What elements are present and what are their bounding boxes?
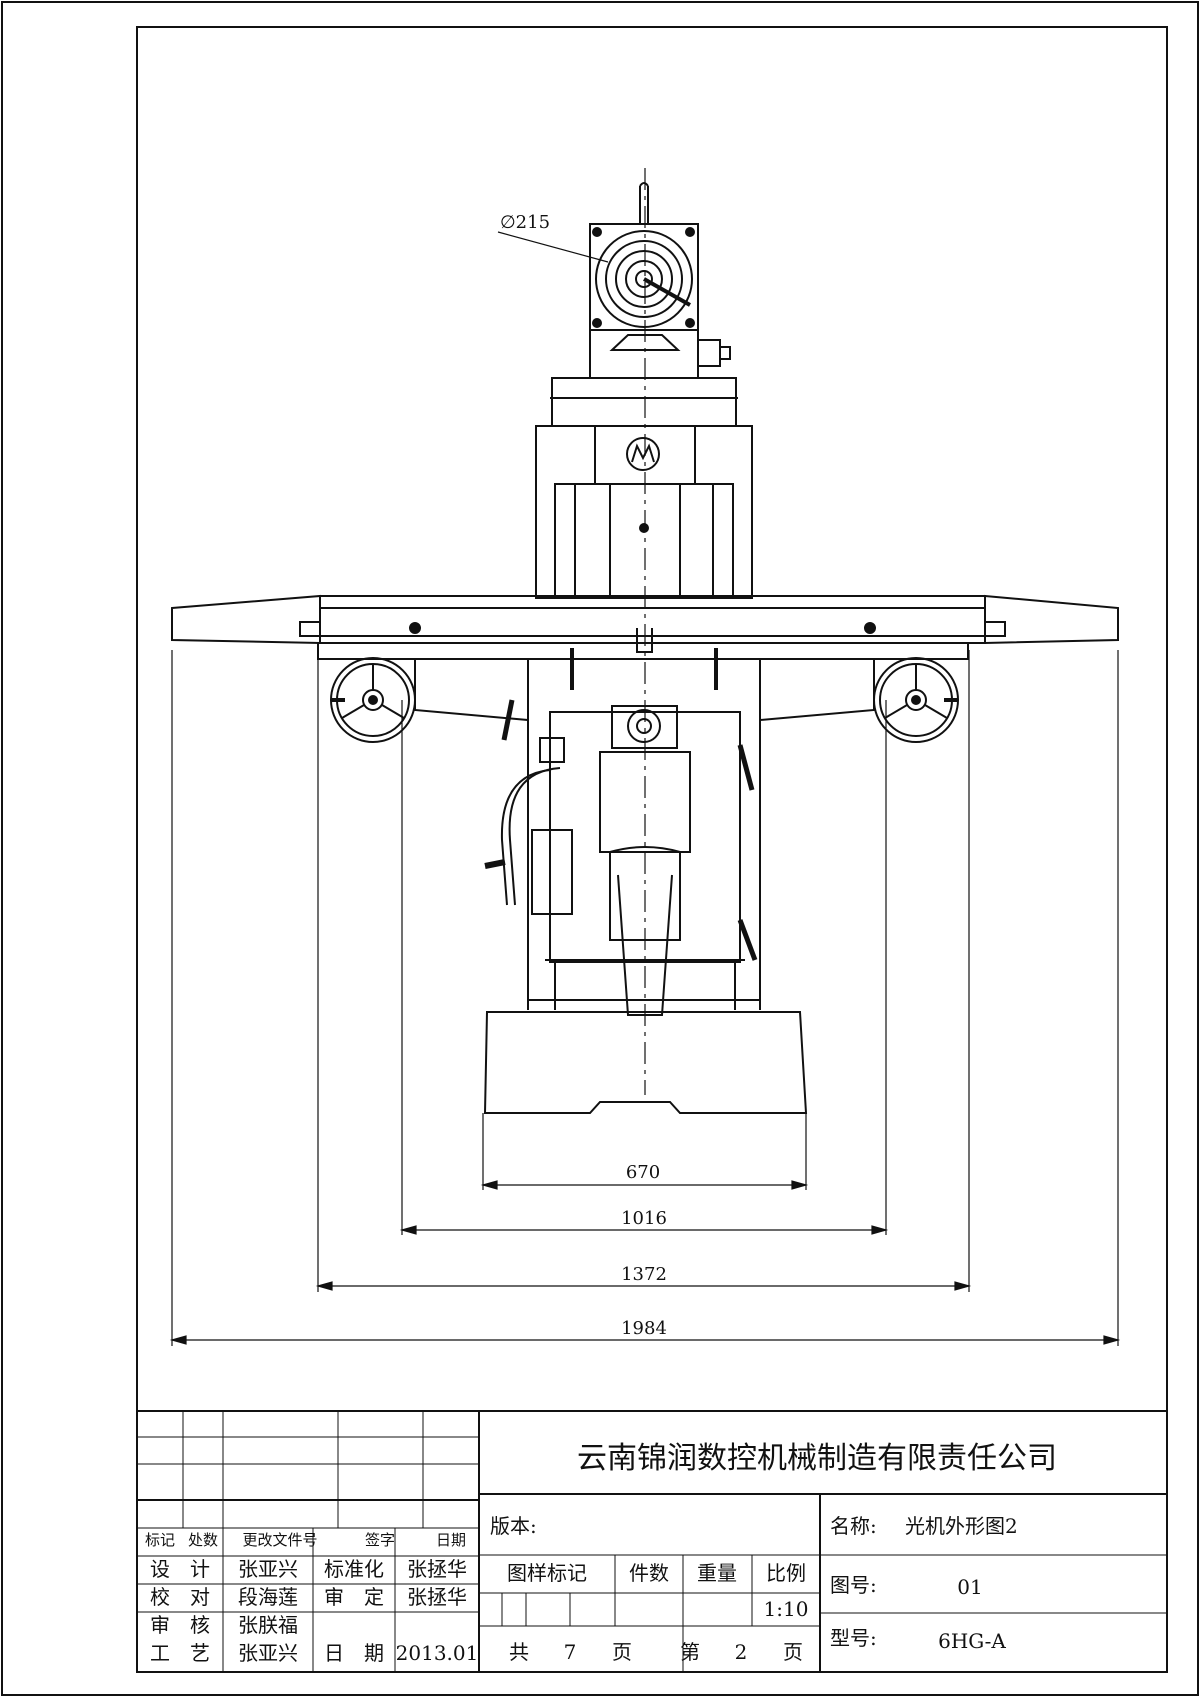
pages-current-unit: 页 (783, 1640, 803, 1664)
rev-header-date: 日期 (436, 1531, 466, 1549)
role-date: 日 期 (324, 1641, 384, 1665)
dim-diameter: ∅215 (500, 212, 550, 233)
pages-total-unit: 页 (612, 1640, 632, 1664)
pages-current-label: 第 (680, 1640, 700, 1664)
name-review: 张朕福 (238, 1613, 298, 1637)
rev-header-mark: 标记 (145, 1531, 175, 1549)
name-label: 名称: (830, 1514, 877, 1538)
inner-frame (136, 26, 1168, 1673)
date-value: 2013.01 (396, 1641, 479, 1665)
dim-1984: 1984 (621, 1318, 667, 1339)
name-process: 张亚兴 (238, 1641, 298, 1665)
drawing-name: 光机外形图2 (905, 1514, 1018, 1538)
pages-total: 7 (564, 1640, 577, 1664)
machine-base (483, 1011, 808, 1114)
diameter-leader (497, 231, 609, 263)
saddle-knee (414, 648, 875, 1016)
spindle-head (589, 182, 731, 379)
milling-machine-front-view (171, 168, 1119, 1114)
left-handwheel (330, 657, 416, 743)
drawing-no-label: 图号: (830, 1573, 877, 1597)
col-scale: 比例 (766, 1561, 806, 1585)
rev-header-signature: 签字 (365, 1531, 395, 1549)
role-approval: 审 定 (324, 1585, 384, 1609)
model-value: 6HG-A (938, 1629, 1006, 1653)
dim-1372: 1372 (621, 1264, 667, 1285)
dim-670: 670 (626, 1162, 660, 1183)
pages-total-label: 共 (509, 1640, 529, 1664)
name-check: 段海莲 (238, 1585, 298, 1609)
rev-header-count: 处数 (188, 1531, 218, 1549)
col-count: 件数 (629, 1561, 669, 1585)
title-block-text: 云南锦润数控机械制造有限责任公司 标记 处数 更改文件号 签字 日期 设 计 张… (145, 1441, 1057, 1665)
role-check: 校 对 (150, 1585, 210, 1609)
column (535, 377, 753, 599)
col-mark: 图样标记 (507, 1561, 587, 1585)
role-standardization: 标准化 (324, 1557, 384, 1581)
name-standardization: 张拯华 (407, 1557, 467, 1581)
col-weight: 重量 (697, 1561, 737, 1585)
dimensions (169, 231, 1121, 1346)
name-approval: 张拯华 (407, 1585, 467, 1609)
name-design: 张亚兴 (238, 1557, 298, 1581)
drawing-no: 01 (957, 1575, 982, 1599)
dimension-labels: ∅215 670 1016 1372 1984 (500, 212, 667, 1339)
rev-header-document: 更改文件号 (242, 1531, 317, 1549)
role-design: 设 计 (150, 1557, 210, 1581)
company-name: 云南锦润数控机械制造有限责任公司 (577, 1441, 1057, 1476)
role-review: 审 核 (150, 1613, 210, 1637)
scale-value: 1:10 (764, 1597, 809, 1621)
dim-1016: 1016 (621, 1208, 667, 1229)
version-label: 版本: (490, 1514, 537, 1538)
title-block (137, 1410, 1167, 1672)
pages-current: 2 (735, 1640, 748, 1664)
model-label: 型号: (830, 1626, 877, 1650)
role-process: 工 艺 (150, 1641, 210, 1665)
